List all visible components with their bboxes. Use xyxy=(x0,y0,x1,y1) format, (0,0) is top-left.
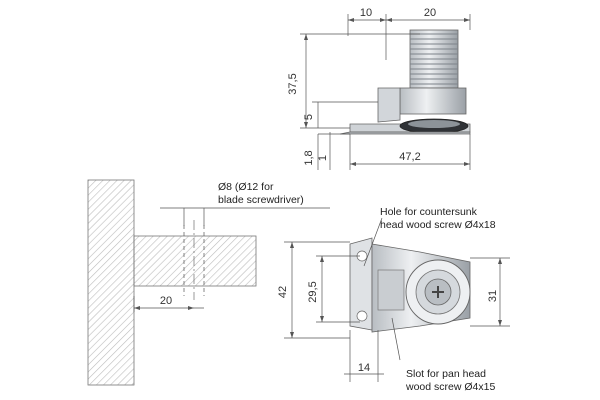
front-view: Hole for countersunk head wood screw Ø4x… xyxy=(277,206,510,393)
hole-note-line1: Hole for countersunk xyxy=(380,206,478,218)
wall-section xyxy=(87,179,135,386)
dim-42: 42 xyxy=(277,286,289,298)
dim-10: 10 xyxy=(360,7,372,19)
dim-29-5: 29,5 xyxy=(307,281,319,302)
dim-14: 14 xyxy=(358,362,370,374)
diameter-label-line2: blade screwdriver) xyxy=(218,194,304,206)
top-view: 10 20 37,5 5 1,8 1 47,2 xyxy=(287,7,471,170)
panel-section xyxy=(133,235,257,287)
dim-37-5: 37,5 xyxy=(287,73,299,94)
dim-47-2: 47,2 xyxy=(399,151,420,163)
dim-1: 1 xyxy=(317,155,329,161)
hole-note-line2: head wood screw Ø4x18 xyxy=(380,219,496,231)
dim-1-8: 1,8 xyxy=(303,150,315,165)
dim-31: 31 xyxy=(487,290,499,302)
slot-note-line1: Slot for pan head xyxy=(406,368,486,380)
threaded-post xyxy=(339,29,471,135)
dim-side-20: 20 xyxy=(160,295,172,307)
diameter-label-line1: Ø8 (Ø12 for xyxy=(218,181,274,193)
side-view: Ø8 (Ø12 for blade screwdriver) 20 xyxy=(87,179,330,386)
dim-20: 20 xyxy=(424,7,436,19)
dim-5: 5 xyxy=(303,114,315,120)
slot-note-line2: wood screw Ø4x15 xyxy=(405,381,495,393)
